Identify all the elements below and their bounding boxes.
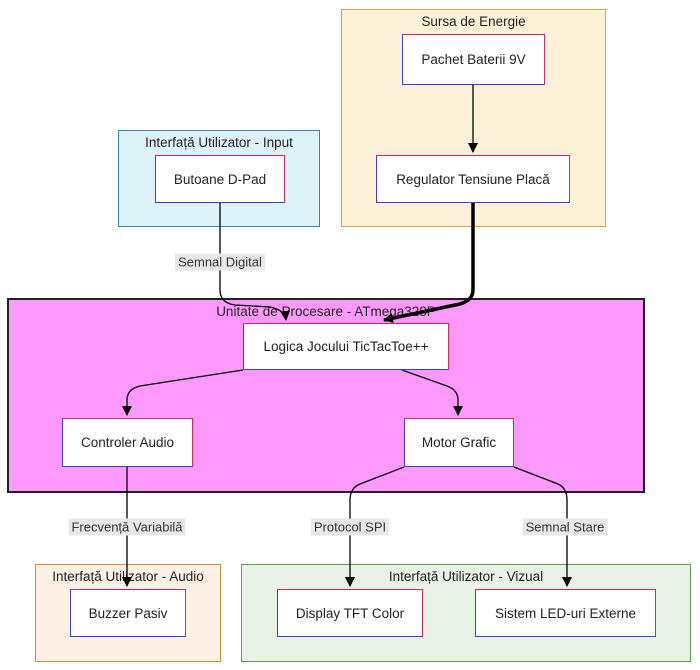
visual-interface-group-title: Interfață Utilizator - Vizual [388,569,544,584]
audio-controller-node: Controler Audio [62,418,193,467]
tft-display-node: Display TFT Color [277,589,423,637]
edge-label-digital-signal: Semnal Digital [175,253,265,271]
external-leds-node: Sistem LED-uri Externe [475,589,656,637]
voltage-regulator-node: Regulator Tensiune Placă [376,155,570,203]
battery-pack-node: Pachet Baterii 9V [402,34,545,85]
passive-buzzer-node: Buzzer Pasiv [70,589,186,637]
processing-unit-group-title: Unitate de Procesare - ATmega328P [216,304,436,319]
power-supply-group-title: Sursa de Energie [421,14,526,29]
game-logic-node: Logica Jocului TicTacToe++ [243,323,449,370]
dpad-buttons-node: Butoane D-Pad [155,155,285,203]
edge-label-state-signal: Semnal Stare [522,518,608,536]
graphics-engine-node: Motor Grafic [404,418,514,467]
edge-label-spi-protocol: Protocol SPI [310,518,390,536]
edge-label-variable-frequency: Frecvență Variabilă [68,518,186,536]
input-interface-group-title: Interfață Utilizator - Input [145,135,293,150]
audio-interface-group-title: Interfață Utilizator - Audio [52,569,204,584]
